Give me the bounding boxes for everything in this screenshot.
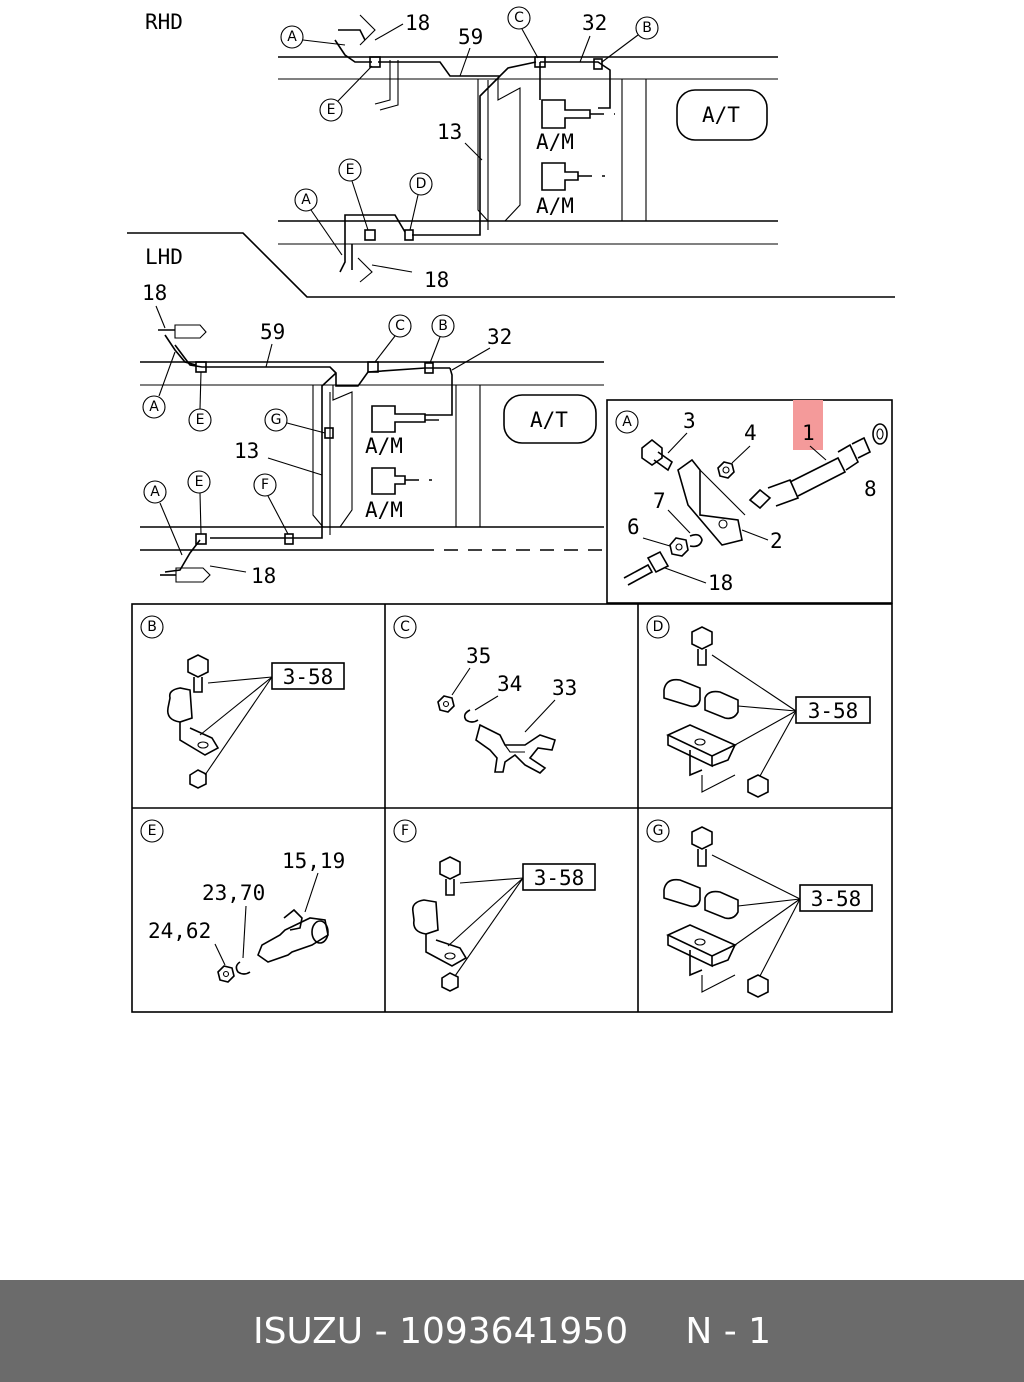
- part-35-label: 35: [466, 644, 491, 668]
- callout-a-lhd-1: A: [149, 399, 159, 415]
- callout-c-lhd: C: [395, 318, 405, 334]
- part-7-label: 7: [653, 489, 666, 513]
- callout-c-rhd: C: [514, 10, 524, 26]
- am-label-rhd-1: A/M: [536, 130, 574, 154]
- ref-box-b: [271, 662, 345, 690]
- callout-e-rhd-2: E: [346, 162, 355, 178]
- at-label-lhd: A/T: [530, 408, 568, 432]
- callout-a-rhd-2: A: [301, 192, 311, 208]
- part-3-label: 3: [683, 409, 696, 433]
- callout-d-rhd: D: [416, 176, 427, 192]
- part-32-rhd: 32: [582, 11, 607, 35]
- callout-a-lhd-2: A: [150, 484, 160, 500]
- callout-f-lhd: F: [261, 477, 269, 493]
- ref-label-g: 3-58: [811, 887, 862, 911]
- callout-d-detail: D: [653, 619, 664, 635]
- part-1-label: 1: [802, 421, 815, 445]
- callout-a-rhd-1: A: [287, 29, 297, 45]
- ref-box-f: [522, 863, 596, 891]
- part-2-label: 2: [770, 529, 783, 553]
- part-18-detail-a: 18: [708, 571, 733, 595]
- rhd-label: RHD: [145, 10, 183, 34]
- footer-part-number: 1093641950: [399, 1310, 629, 1352]
- part-18-rhd-top: 18: [405, 11, 430, 35]
- footer-separator: -: [374, 1310, 388, 1352]
- callout-e-lhd-2: E: [195, 474, 204, 490]
- footer-bar: ISUZU - 1093641950 N - 1: [0, 1280, 1024, 1382]
- part-32-lhd: 32: [487, 325, 512, 349]
- callout-f-detail: F: [401, 823, 409, 839]
- part-59-rhd: 59: [458, 25, 483, 49]
- part-13-rhd: 13: [437, 120, 462, 144]
- ref-label-d: 3-58: [808, 699, 859, 723]
- callout-g-detail: G: [653, 823, 664, 839]
- callout-g-lhd: G: [271, 412, 282, 428]
- part-8-label: 8: [864, 477, 877, 501]
- highlight-part-1: [793, 400, 823, 450]
- callout-b-lhd: B: [438, 318, 448, 334]
- callout-e-detail: E: [148, 823, 157, 839]
- detail-a-panel: [606, 399, 893, 604]
- part-23-70-label: 23,70: [202, 881, 265, 905]
- callout-b-rhd: B: [642, 20, 652, 36]
- callout-b-detail: B: [147, 619, 157, 635]
- callout-e-lhd-1: E: [196, 412, 205, 428]
- at-label-rhd: A/T: [702, 103, 740, 127]
- part-18-lhd-bottom: 18: [251, 564, 276, 588]
- am-label-lhd-2: A/M: [365, 498, 403, 522]
- footer-brand: ISUZU: [252, 1310, 364, 1352]
- am-label-lhd-1: A/M: [365, 434, 403, 458]
- ref-label-b: 3-58: [283, 665, 334, 689]
- callout-a-detail: A: [622, 414, 632, 430]
- part-34-label: 34: [497, 672, 522, 696]
- part-6-label: 6: [627, 515, 640, 539]
- callout-e-rhd-1: E: [327, 102, 336, 118]
- parts-diagram: RHD A/M A/M A/T 18 59 32 13 18: [127, 6, 895, 1013]
- part-24-62-label: 24,62: [148, 919, 211, 943]
- am-label-rhd-2: A/M: [536, 194, 574, 218]
- ref-label-f: 3-58: [534, 866, 585, 890]
- part-33-label: 33: [552, 676, 577, 700]
- part-18-rhd-bottom: 18: [424, 268, 449, 292]
- footer-page: N - 1: [685, 1310, 772, 1352]
- ref-box-g: [799, 884, 873, 912]
- part-13-lhd: 13: [234, 439, 259, 463]
- part-18-lhd-top: 18: [142, 281, 167, 305]
- part-15-19-label: 15,19: [282, 849, 345, 873]
- part-4-label: 4: [744, 421, 757, 445]
- lhd-label: LHD: [145, 245, 183, 269]
- callout-c-detail: C: [400, 619, 410, 635]
- ref-box-d: [795, 696, 871, 724]
- part-59-lhd: 59: [260, 320, 285, 344]
